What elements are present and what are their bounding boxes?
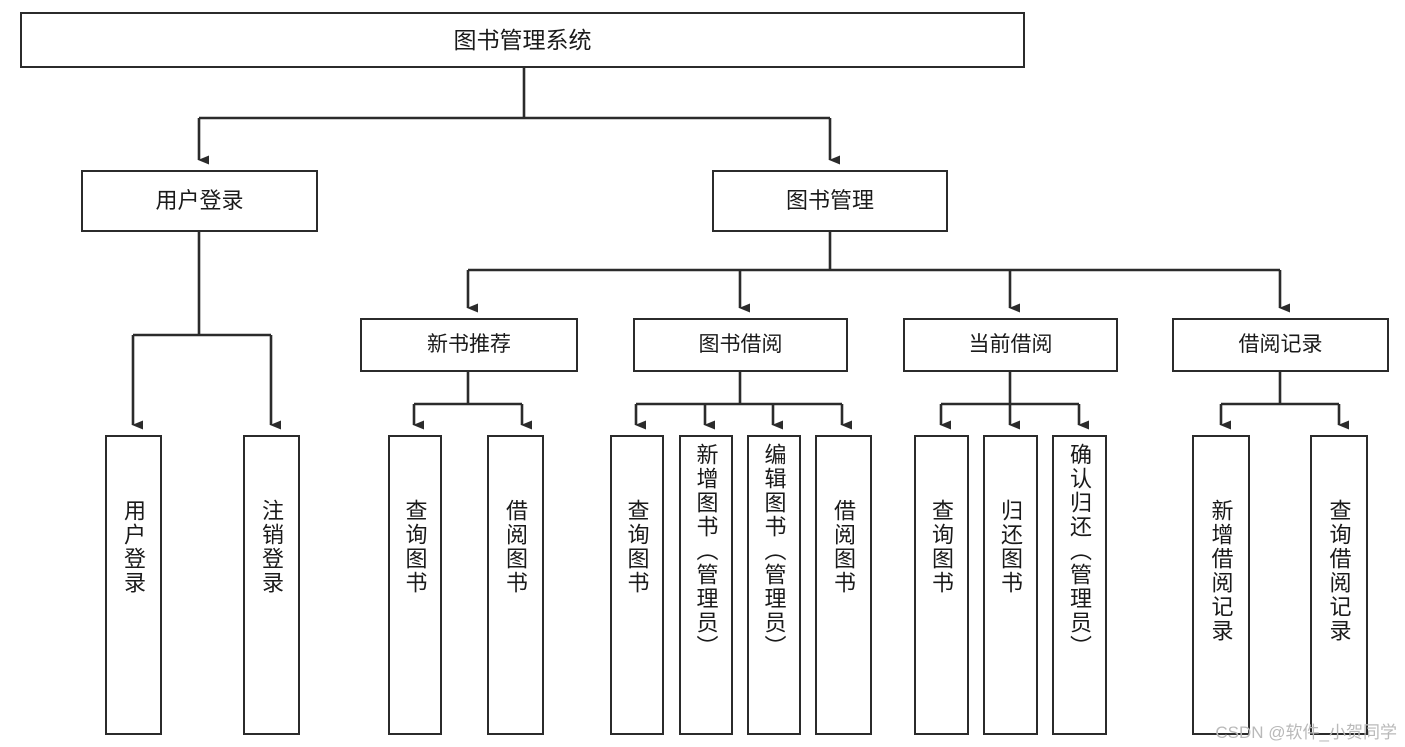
node-label: 图书管理 — [785, 188, 874, 214]
leaf-borrow-book[interactable]: 借阅图书 — [815, 435, 872, 735]
node-label: 借阅记录 — [1238, 332, 1323, 356]
leaf-add-borrow-record[interactable]: 新增借阅记录 — [1192, 435, 1250, 735]
leaf-query-book-borrow[interactable]: 查询图书 — [610, 435, 664, 735]
node-label: 确认归还（管理员） — [1067, 443, 1093, 659]
node-label: 当前借阅 — [968, 332, 1053, 356]
node-label: 用户登录 — [155, 188, 244, 214]
node-book-borrow[interactable]: 图书借阅 — [633, 318, 848, 372]
leaf-return-book[interactable]: 归还图书 — [983, 435, 1038, 735]
node-label: 编辑图书（管理员） — [761, 443, 787, 659]
node-label: 新增借阅记录 — [1208, 499, 1234, 643]
node-borrow-record[interactable]: 借阅记录 — [1172, 318, 1389, 372]
csdn-watermark: CSDN @软件_小贺同学 — [1215, 723, 1397, 742]
node-label: 图书借阅 — [698, 332, 783, 356]
node-label: 注销登录 — [259, 499, 285, 595]
leaf-add-book-admin[interactable]: 新增图书（管理员） — [679, 435, 733, 735]
node-label: 借阅图书 — [831, 499, 857, 595]
node-label: 查询图书 — [624, 499, 650, 595]
leaf-borrow-book-recommend[interactable]: 借阅图书 — [487, 435, 544, 735]
leaf-query-borrow-record[interactable]: 查询借阅记录 — [1310, 435, 1368, 735]
node-label: 新书推荐 — [427, 332, 511, 356]
leaf-edit-book-admin[interactable]: 编辑图书（管理员） — [747, 435, 801, 735]
node-label: 查询借阅记录 — [1326, 499, 1352, 643]
node-root-system[interactable]: 图书管理系统 — [20, 12, 1025, 68]
node-label: 查询图书 — [929, 499, 955, 595]
node-book-management[interactable]: 图书管理 — [712, 170, 948, 232]
leaf-query-book-recommend[interactable]: 查询图书 — [388, 435, 442, 735]
node-label: 归还图书 — [998, 499, 1024, 595]
node-label: 查询图书 — [402, 499, 428, 595]
leaf-confirm-return-admin[interactable]: 确认归还（管理员） — [1052, 435, 1107, 735]
leaf-query-book-current[interactable]: 查询图书 — [914, 435, 969, 735]
node-current-borrow[interactable]: 当前借阅 — [903, 318, 1118, 372]
node-label: 用户登录 — [121, 499, 147, 595]
node-label: 新增图书（管理员） — [693, 443, 719, 659]
node-new-book-recommend[interactable]: 新书推荐 — [360, 318, 578, 372]
leaf-logout[interactable]: 注销登录 — [243, 435, 300, 735]
node-label: 图书管理系统 — [453, 26, 592, 53]
node-user-login[interactable]: 用户登录 — [81, 170, 318, 232]
node-label: 借阅图书 — [503, 499, 529, 595]
leaf-user-login[interactable]: 用户登录 — [105, 435, 162, 735]
